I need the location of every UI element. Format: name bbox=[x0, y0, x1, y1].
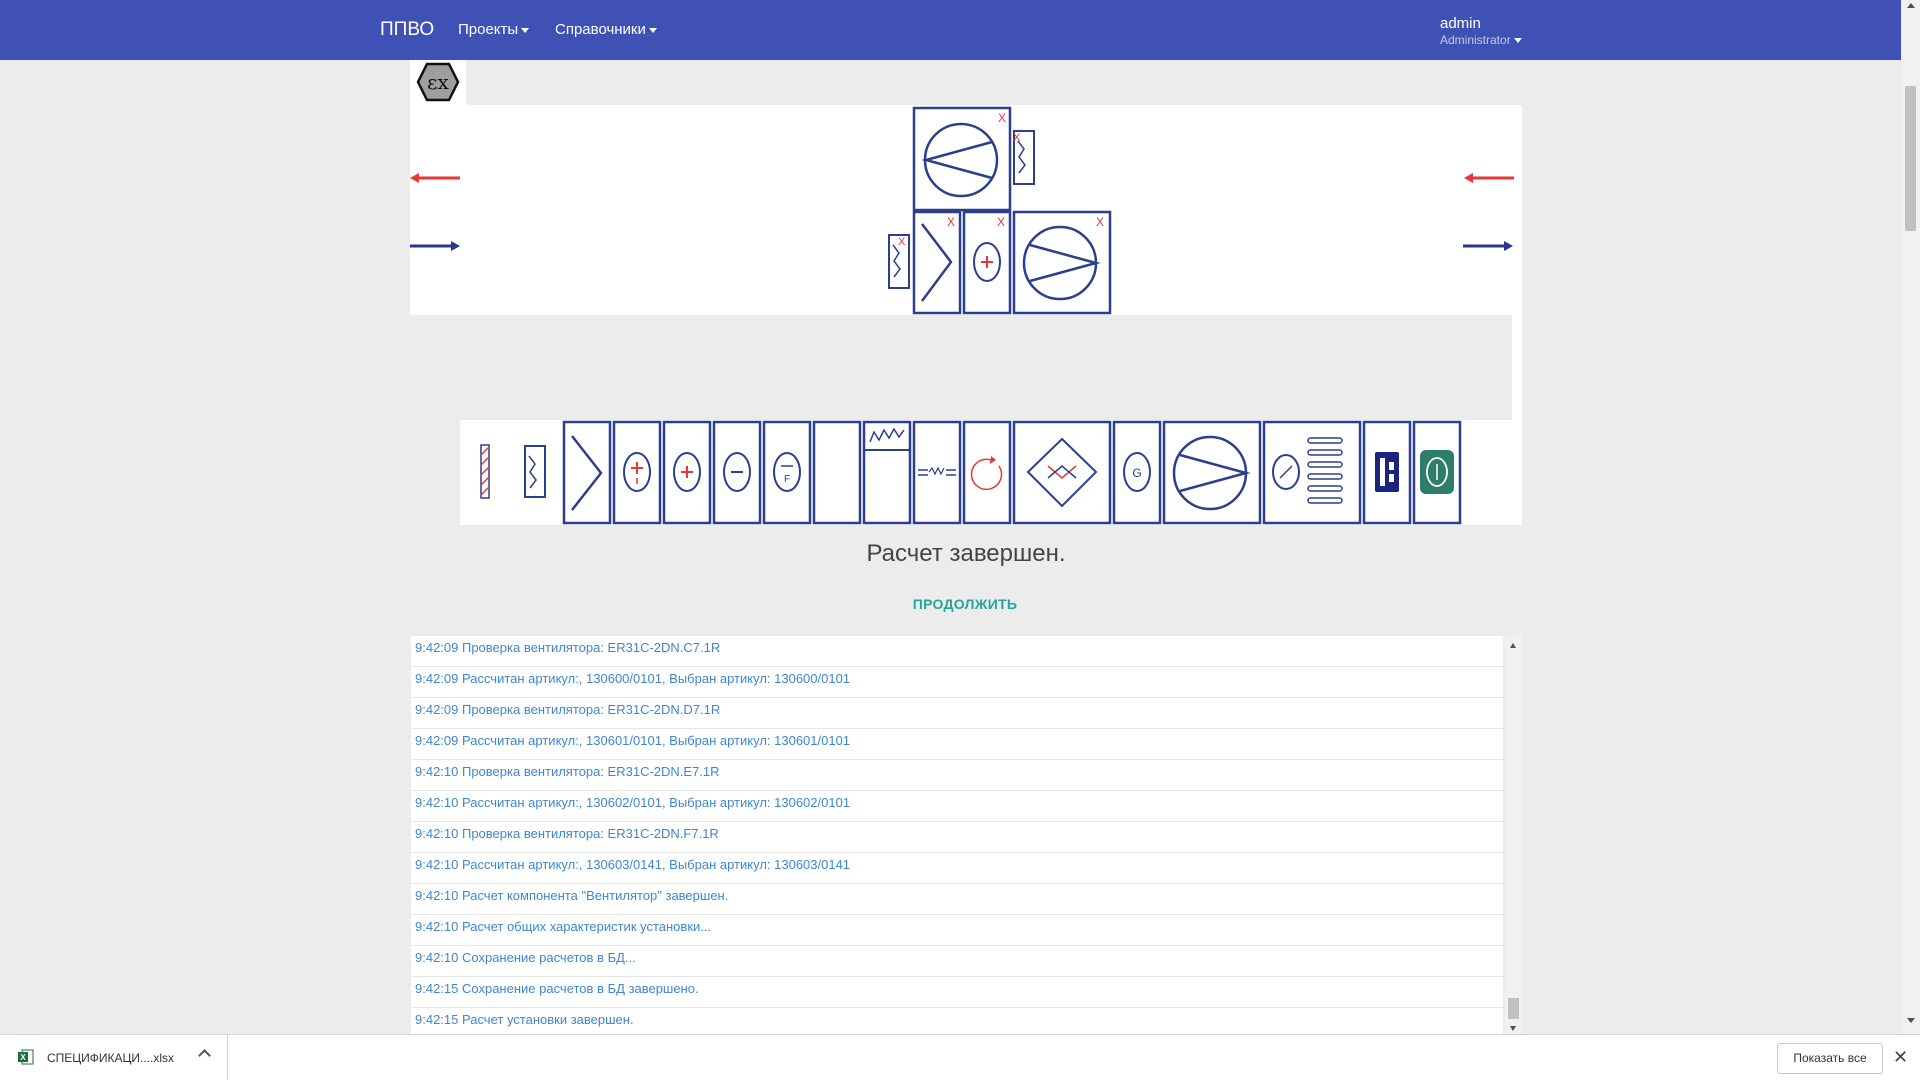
component-palette: F bbox=[460, 420, 1512, 525]
menu-projects[interactable]: Проекты bbox=[458, 21, 530, 38]
scroll-down-icon[interactable] bbox=[1907, 1018, 1915, 1023]
scroll-up-icon[interactable] bbox=[1510, 643, 1516, 648]
log-scrollbar[interactable] bbox=[1505, 636, 1522, 1034]
svg-text:G: G bbox=[1132, 466, 1141, 480]
remove-icon: X bbox=[898, 236, 906, 248]
palette-rotor-recuperator[interactable] bbox=[962, 420, 1012, 525]
top-navbar: ППВО Проекты Справочники admin Administr… bbox=[0, 0, 1901, 60]
svg-text:εx: εx bbox=[427, 70, 449, 94]
excel-file-icon: X bbox=[18, 1049, 34, 1065]
exhaust-arrow-right bbox=[1464, 173, 1514, 183]
app-brand[interactable]: ППВО bbox=[380, 19, 435, 40]
user-menu[interactable]: admin Administrator bbox=[1440, 15, 1522, 47]
continue-button[interactable]: ПРОДОЛЖИТЬ bbox=[912, 596, 1018, 612]
log-scrollbar-thumb[interactable] bbox=[1508, 998, 1519, 1019]
exhaust-arrow-left bbox=[410, 173, 460, 183]
remove-icon: X bbox=[1013, 132, 1021, 144]
palette-filter-bag[interactable] bbox=[862, 420, 912, 525]
scroll-up-icon[interactable] bbox=[1907, 3, 1915, 8]
log-row: 9:42:09 Проверка вентилятора: ER31C-2DN.… bbox=[411, 698, 1503, 729]
svg-text:X: X bbox=[20, 1053, 26, 1062]
palette-heater-water[interactable] bbox=[662, 420, 712, 525]
palette-humidifier[interactable] bbox=[912, 420, 962, 525]
scroll-down-icon[interactable] bbox=[1510, 1026, 1516, 1031]
palette-fan[interactable] bbox=[1162, 420, 1262, 525]
scheme-filter-bottom[interactable]: X bbox=[888, 234, 910, 289]
scheme-fan-top[interactable]: X bbox=[912, 106, 1012, 212]
close-icon[interactable]: ✕ bbox=[1893, 1047, 1909, 1067]
scheme-heater[interactable]: X bbox=[962, 210, 1012, 315]
download-item[interactable]: X СПЕЦИФИКАЦИ....xlsx bbox=[0, 1035, 228, 1080]
log-row: 9:42:10 Расчет общих характеристик устан… bbox=[411, 915, 1503, 946]
caret-down-icon bbox=[1513, 38, 1522, 44]
show-all-downloads-button[interactable]: Показать все bbox=[1777, 1043, 1883, 1074]
palette-gas-heater[interactable]: G bbox=[1112, 420, 1162, 525]
palette-freon[interactable]: F bbox=[762, 420, 812, 525]
log-row: 9:42:10 Проверка вентилятора: ER31C-2DN.… bbox=[411, 760, 1503, 791]
calculation-status: Расчет завершен. bbox=[866, 540, 1066, 567]
palette-automation[interactable] bbox=[1412, 420, 1462, 525]
log-row: 9:42:10 Проверка вентилятора: ER31C-2DN.… bbox=[411, 822, 1503, 853]
log-row: 9:42:09 Рассчитан артикул:, 130600/0101,… bbox=[411, 667, 1503, 698]
menu-references[interactable]: Справочники bbox=[555, 21, 657, 38]
log-row: 9:42:15 Сохранение расчетов в БД заверше… bbox=[411, 977, 1503, 1008]
scheme-filter-top[interactable]: X bbox=[1013, 130, 1035, 185]
palette-empty-section[interactable] bbox=[812, 420, 862, 525]
supply-arrow-right bbox=[1463, 241, 1513, 251]
palette-control-panel[interactable] bbox=[1362, 420, 1412, 525]
svg-text:F: F bbox=[784, 474, 790, 485]
page-scrollbar[interactable] bbox=[1901, 0, 1920, 1034]
menu-projects-label: Проекты bbox=[458, 21, 519, 38]
scheme-cooler[interactable]: X bbox=[912, 210, 962, 315]
scheme-gutter bbox=[1512, 315, 1522, 525]
log-row: 9:42:10 Рассчитан артикул:, 130603/0141,… bbox=[411, 853, 1503, 884]
log-row: 9:42:10 Расчет компонента "Вентилятор" з… bbox=[411, 884, 1503, 915]
palette-plate-recuperator[interactable] bbox=[1012, 420, 1112, 525]
user-role: Administrator bbox=[1440, 33, 1522, 47]
download-file-name: СПЕЦИФИКАЦИ....xlsx bbox=[47, 1051, 175, 1065]
caret-down-icon bbox=[521, 27, 530, 33]
log-row: 9:42:15 Расчет установки завершен. bbox=[411, 1008, 1503, 1034]
palette-silencer[interactable] bbox=[1262, 420, 1362, 525]
ex-hexagon-icon: εx bbox=[416, 62, 460, 102]
user-name: admin bbox=[1440, 15, 1481, 32]
caret-down-icon bbox=[648, 27, 657, 33]
log-row: 9:42:10 Рассчитан артикул:, 130602/0101,… bbox=[411, 791, 1503, 822]
palette-heater-electric[interactable] bbox=[612, 420, 662, 525]
download-bar: X СПЕЦИФИКАЦИ....xlsx Показать все ✕ bbox=[0, 1034, 1920, 1080]
remove-icon: X bbox=[997, 215, 1005, 229]
log-row: 9:42:09 Рассчитан артикул:, 130601/0101,… bbox=[411, 729, 1503, 760]
palette-cooler[interactable] bbox=[562, 420, 612, 525]
menu-references-label: Справочники bbox=[555, 21, 646, 38]
scheme-fan-bottom[interactable]: X bbox=[1012, 210, 1112, 315]
remove-icon: X bbox=[947, 215, 955, 229]
remove-icon: X bbox=[1096, 215, 1104, 229]
log-row: 9:42:10 Сохранение расчетов в БД... bbox=[411, 946, 1503, 977]
unit-scheme-canvas[interactable]: X X X X X bbox=[410, 105, 1522, 315]
chevron-up-icon[interactable] bbox=[198, 1049, 211, 1062]
user-role-label: Administrator bbox=[1440, 33, 1511, 47]
palette-damper[interactable] bbox=[480, 444, 490, 499]
explosion-proof-tab[interactable]: εx bbox=[410, 60, 466, 105]
log-row: 9:42:09 Проверка вентилятора: ER31C-2DN.… bbox=[411, 636, 1503, 667]
remove-icon: X bbox=[998, 111, 1006, 125]
supply-arrow-left bbox=[410, 241, 460, 251]
scrollbar-thumb[interactable] bbox=[1905, 86, 1916, 231]
calculation-log: 9:42:09 Проверка вентилятора: ER31C-2DN.… bbox=[411, 636, 1503, 1034]
palette-cooler-water[interactable] bbox=[712, 420, 762, 525]
palette-filter[interactable] bbox=[524, 445, 546, 498]
